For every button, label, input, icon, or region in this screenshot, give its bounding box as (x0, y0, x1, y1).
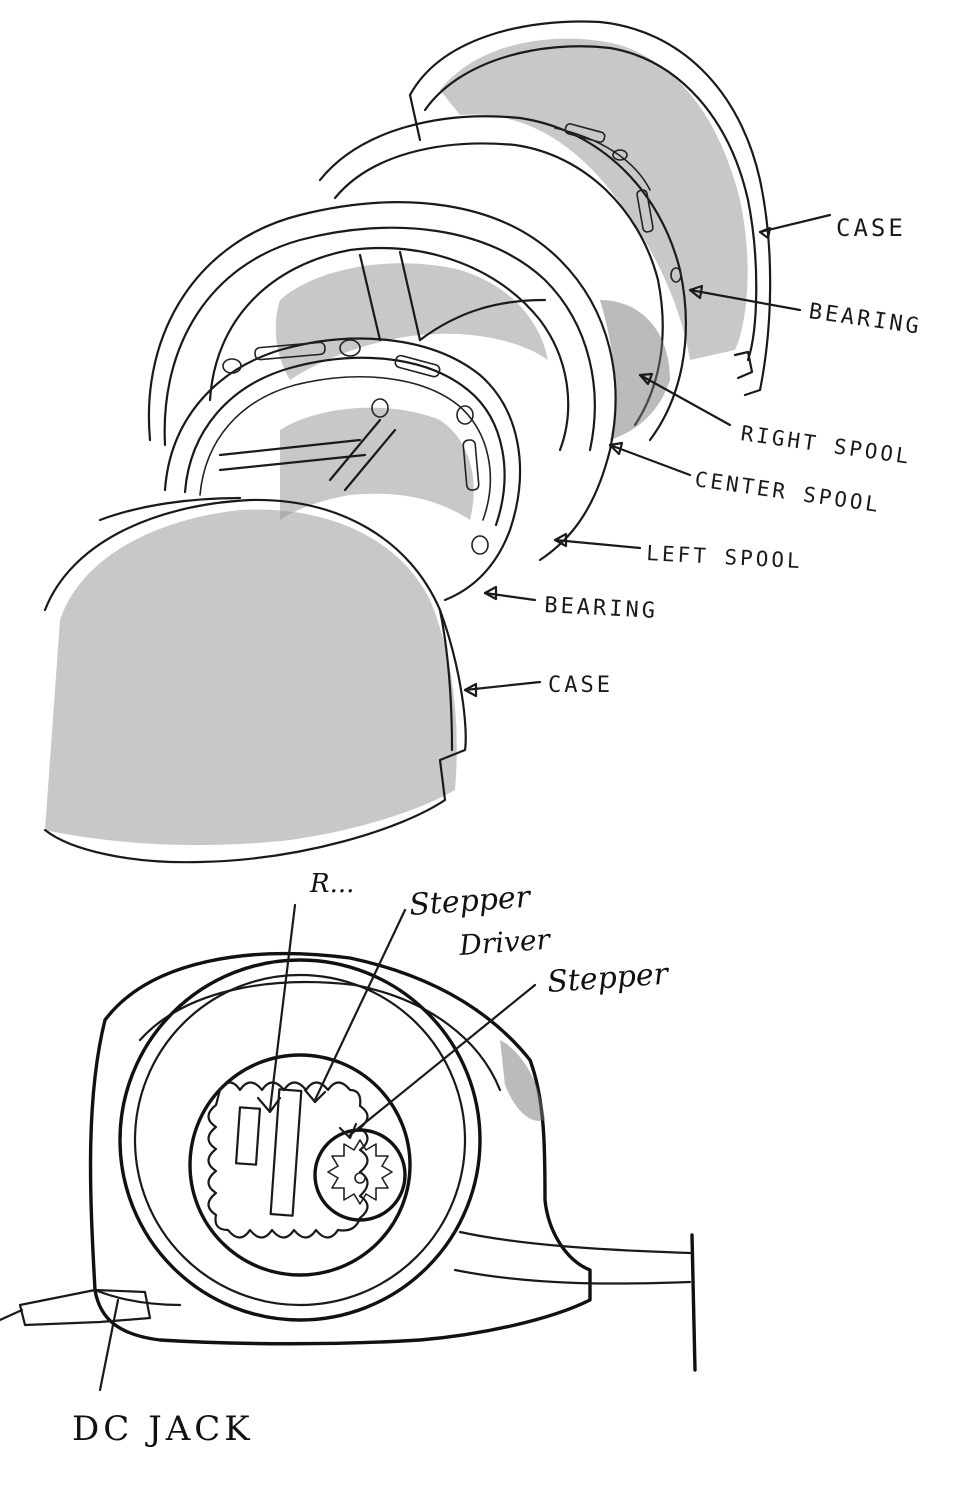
tape-housing-outline (88, 951, 592, 1346)
label-stepper-driver-line1: Stepper (408, 880, 533, 923)
belt-clip (500, 1040, 545, 1121)
assembled-view: R... Stepper Driver Stepper DC JACK (0, 869, 697, 1449)
label-partial-top: R... (309, 869, 354, 899)
exploded-view: CASE BEARING RIGHT SPOOL CENTER SPOOL LE… (43, 20, 923, 864)
tape-hook (690, 1233, 697, 1372)
spool-inner-ring (133, 973, 467, 1307)
stepper-gear (327, 1139, 393, 1205)
center-spool-part (147, 201, 617, 562)
label-right-spool: RIGHT SPOOL (739, 421, 913, 469)
label-center-spool: CENTER SPOOL (693, 467, 882, 517)
label-case-top: CASE (836, 214, 906, 242)
left-spool-part (163, 337, 522, 602)
case-back-part (408, 20, 772, 397)
label-dc-jack: DC JACK (72, 1409, 254, 1449)
leader-arrows (463, 213, 832, 698)
label-stepper: Stepper (546, 957, 671, 1000)
right-spool-part (318, 115, 687, 442)
label-bearing-top: BEARING (807, 299, 923, 340)
dc-jack-part (18, 1288, 152, 1327)
case-front-part (43, 496, 467, 864)
label-left-spool: LEFT SPOOL (646, 541, 803, 573)
label-case-bottom: CASE (548, 673, 613, 698)
label-stepper-driver-line2: Driver (457, 923, 552, 962)
label-bearing-bottom: BEARING (544, 593, 659, 624)
arduino-board (234, 1106, 262, 1166)
spool-outer-ring (118, 958, 482, 1322)
stepper-driver-board (269, 1088, 303, 1217)
stepper-motor (313, 1128, 407, 1222)
gear-housing (188, 1053, 412, 1277)
